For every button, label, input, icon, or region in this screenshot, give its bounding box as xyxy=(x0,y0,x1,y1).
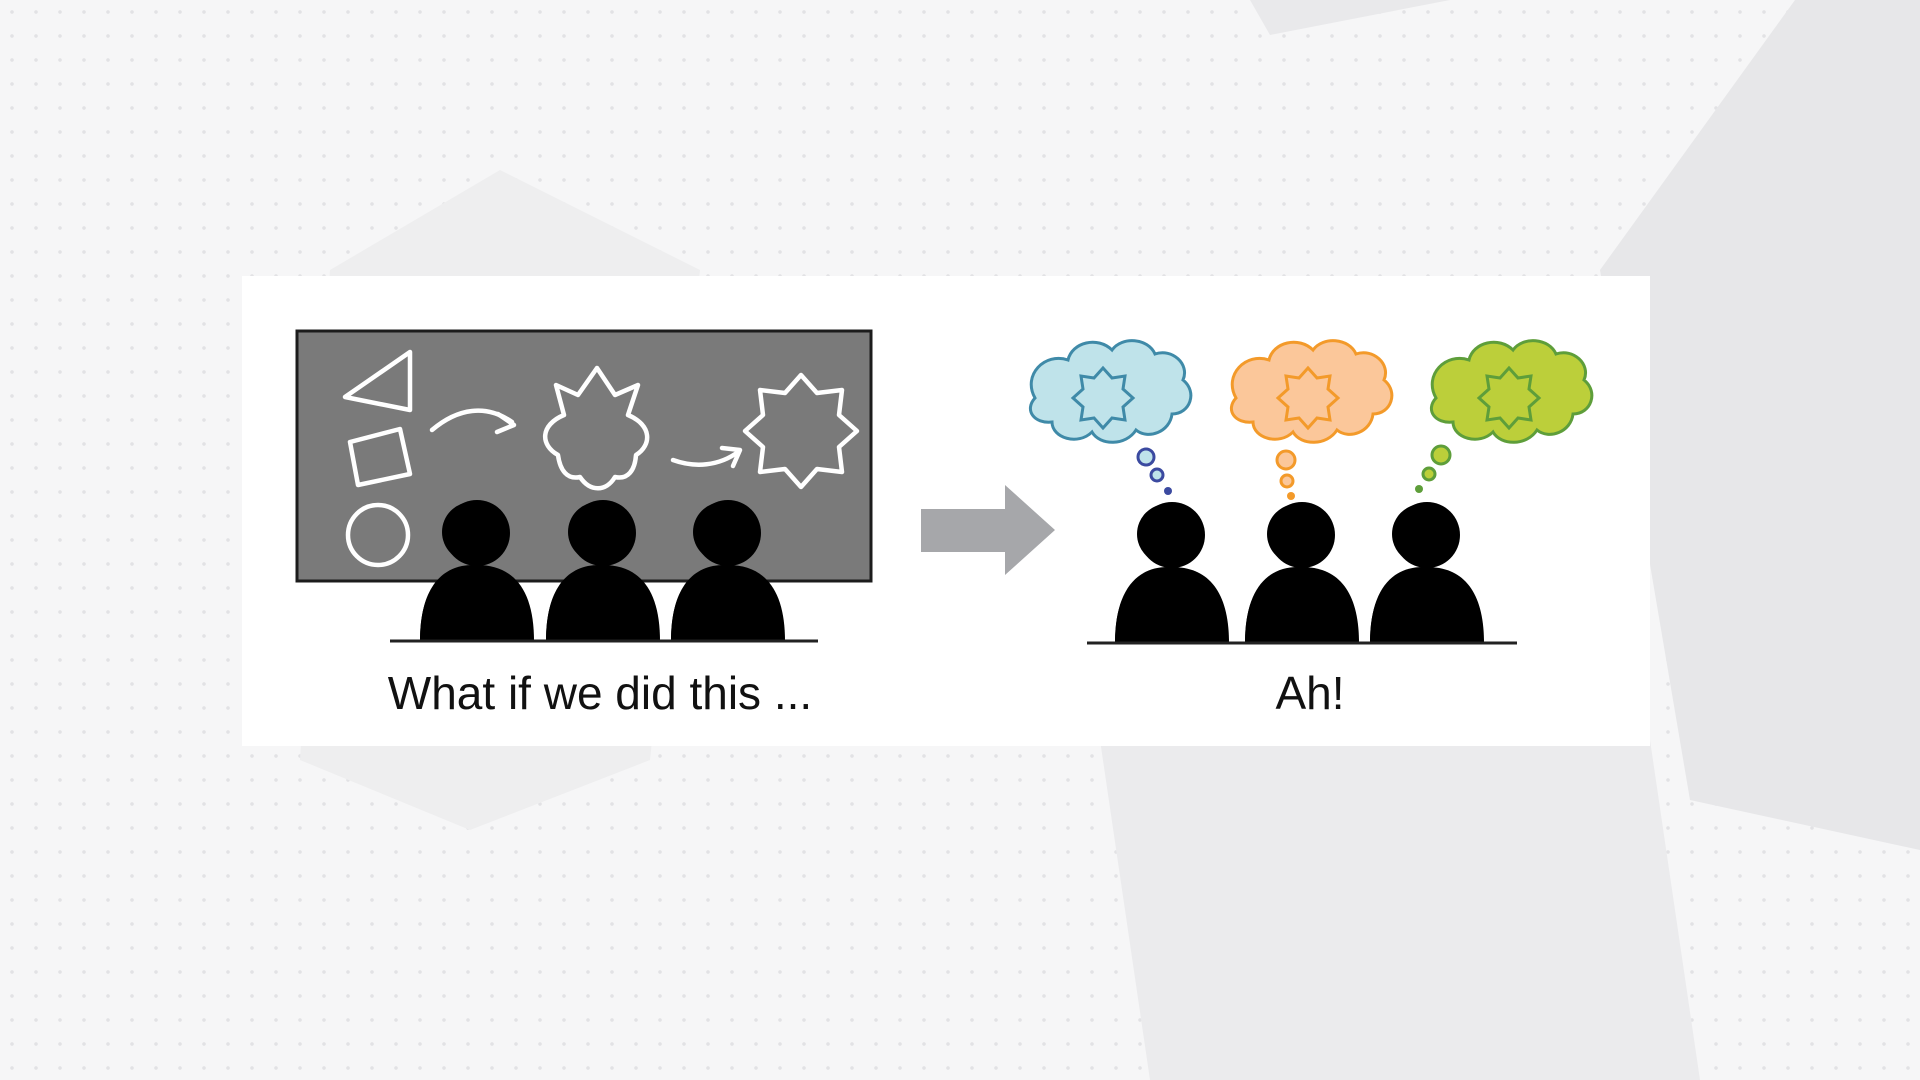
person-orange-icon xyxy=(1245,502,1359,643)
triangle-icon xyxy=(342,349,413,413)
curved-arrow-2 xyxy=(670,449,741,467)
curved-arrow-2-head xyxy=(719,445,743,469)
transition-arrow-icon xyxy=(921,485,1055,575)
curved-arrow-1-head xyxy=(494,411,517,435)
circle-icon xyxy=(345,502,411,568)
star-blob-icon xyxy=(542,365,650,491)
person-blue-icon xyxy=(1115,502,1229,643)
square-icon xyxy=(347,426,413,488)
caption-before: What if we did this ... xyxy=(387,667,813,719)
person-green-icon xyxy=(1370,502,1484,643)
caption-after: Ah! xyxy=(1275,667,1345,719)
thought-bubble-green-icon xyxy=(1415,339,1594,493)
thought-bubble-blue-icon xyxy=(1028,339,1193,495)
bg-facet-right xyxy=(1600,0,1920,850)
bg-facet-bottom xyxy=(1100,740,1700,1080)
thought-bubble-orange-icon xyxy=(1229,339,1394,500)
bg-facet-top xyxy=(1250,0,1450,35)
star-icon xyxy=(742,372,860,490)
